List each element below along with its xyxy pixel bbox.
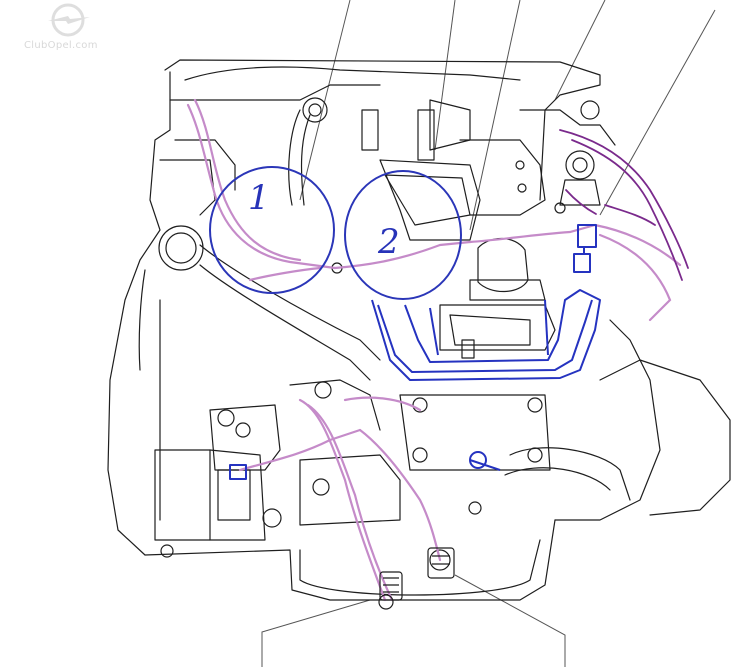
connector-plugs [378,547,455,610]
leader-lines [261,0,716,667]
annotation-circles [209,166,462,300]
watermark: ClubOpel.com [10,2,125,54]
coolant-hose-blue [229,224,601,480]
harness-purple [559,129,689,281]
watermark-text: ClubOpel.com [24,40,98,51]
engine-line-art [107,59,731,601]
wiring-harness [186,98,682,602]
opel-logo-icon [48,3,90,37]
